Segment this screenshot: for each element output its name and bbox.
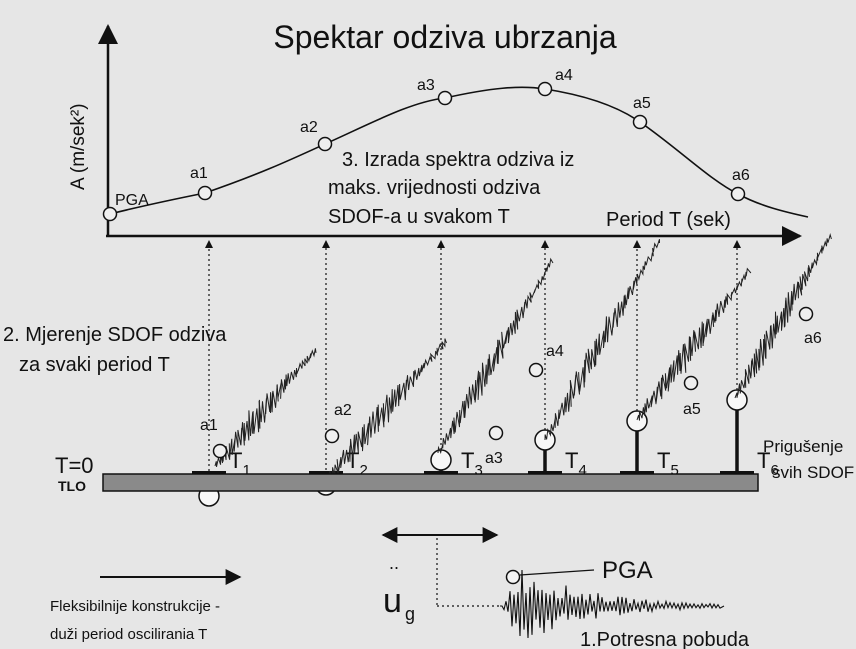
response-max-marker [324, 428, 340, 444]
oscillator-period-label: T4 [565, 448, 587, 479]
damping-line2: svih SDOF [772, 463, 854, 482]
spectrum-point-label: a4 [555, 67, 573, 84]
pga-leader [519, 569, 595, 576]
projection-arrowhead [437, 240, 445, 248]
ground-slab [102, 473, 759, 492]
projection-arrowhead [733, 240, 741, 248]
projection-arrowhead [205, 240, 213, 248]
step2-line2: za svaki period T [19, 354, 170, 376]
period-subscript: 2 [359, 462, 367, 479]
step3-line3: SDOF-a u svakom T [328, 206, 510, 228]
damping-line1: Prigušenje [763, 437, 843, 456]
response-max-marker [528, 362, 544, 378]
oscillator-period-label: T5 [657, 448, 679, 479]
ground-motion-subscript: g [405, 604, 415, 624]
spectrum-curve [109, 86, 809, 218]
response-trace [544, 239, 660, 441]
period-subscript: 5 [670, 462, 678, 479]
spectrum-point-label: a5 [633, 95, 651, 112]
period-letter: T [229, 448, 242, 473]
response-max-marker [798, 306, 814, 322]
spectrum-point [632, 114, 648, 130]
oscillator-period-label: T6 [757, 448, 779, 479]
response-trace [437, 257, 554, 455]
spectrum-point-label: a6 [732, 167, 750, 184]
ground-motion-label: u [383, 582, 402, 620]
flex-line1: Fleksibilnije konstrukcije - [50, 598, 220, 615]
spectrum-point-label: a2 [300, 119, 318, 136]
x-axis-label: Period T (sek) [606, 209, 731, 231]
spectrum-point [197, 185, 213, 201]
flex-line2: duži period oscilirania T [50, 626, 207, 643]
period-letter: T [461, 448, 474, 473]
period-letter: T [757, 448, 770, 473]
response-max-marker [488, 425, 504, 441]
response-trace [636, 267, 752, 421]
period-subscript: 3 [474, 462, 482, 479]
spectrum-point [537, 81, 553, 97]
period-subscript: 1 [242, 462, 250, 479]
step3-line1: 3. Izrada spektra odziva iz [342, 149, 574, 171]
spectrum-point-label: PGA [115, 192, 149, 209]
response-trace [214, 348, 317, 468]
pga-marker [505, 569, 521, 585]
t-zero-label: T=0 [55, 453, 94, 478]
response-max-marker [683, 375, 699, 391]
oscillator-mass [726, 389, 748, 411]
step3-line2: maks. vrijednosti odziva [328, 177, 541, 199]
oscillator-period-label: T3 [461, 448, 483, 479]
spectrum-point [317, 136, 333, 152]
ground-label: TLO [58, 478, 86, 494]
period-letter: T [657, 448, 670, 473]
spectrum-point-label: a3 [417, 77, 435, 94]
y-axis-label: A (m/sek²) [68, 103, 89, 190]
period-letter: T [565, 448, 578, 473]
response-max-label: a3 [485, 450, 503, 467]
earthquake-record [500, 569, 725, 639]
spectrum-point [730, 186, 746, 202]
response-max-label: a2 [334, 402, 352, 419]
chart-title: Spektar odziva ubrzanja [273, 19, 617, 55]
response-max-label: a4 [546, 343, 564, 360]
spectrum-point-label: a1 [190, 165, 208, 182]
ground-motion-dots: .. [389, 553, 399, 573]
response-trace [325, 338, 447, 483]
response-trace [734, 232, 832, 399]
step1-label: 1.Potresna pobuda [580, 629, 750, 649]
spectrum-point [102, 206, 118, 222]
period-subscript: 4 [578, 462, 586, 479]
response-max-marker [212, 443, 228, 459]
period-subscript: 6 [770, 462, 778, 479]
response-max-label: a5 [683, 401, 701, 418]
projection-arrowhead [633, 240, 641, 248]
projection-arrowhead [322, 240, 330, 248]
pga-label: PGA [602, 557, 653, 584]
response-max-label: a1 [200, 417, 218, 434]
spectrum-point [437, 90, 453, 106]
step2-line1: 2. Mjerenje SDOF odziva [3, 324, 227, 346]
projection-arrowhead [541, 240, 549, 248]
spectrum-points: PGA a1 a2 a3 a4 a5 a6 [102, 67, 750, 222]
response-max-label: a6 [804, 330, 822, 347]
